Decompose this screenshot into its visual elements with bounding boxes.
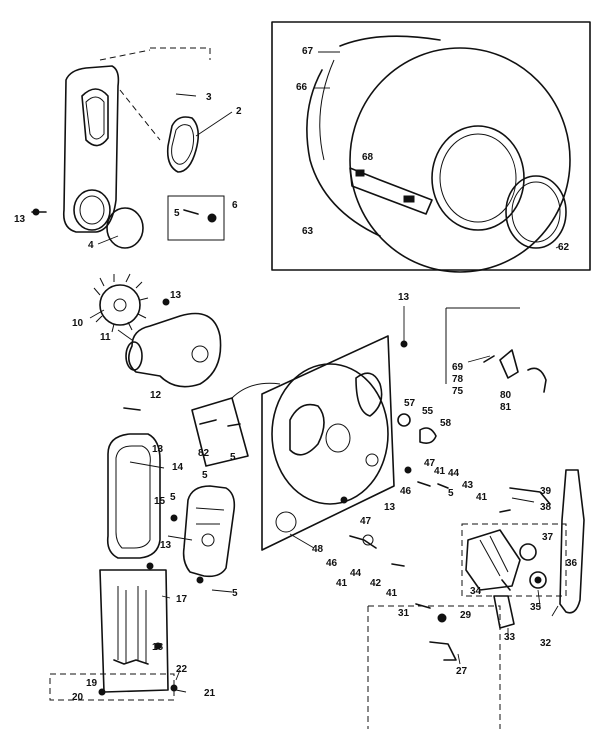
thermal-fuse-housing: [182, 485, 236, 578]
callout-34: 34: [470, 586, 482, 597]
callout-5: 5: [448, 488, 454, 499]
door-seal-ring: [106, 207, 144, 249]
callout-43: 43: [462, 480, 474, 491]
callout-10: 10: [72, 318, 84, 329]
callout-35: 35: [530, 602, 542, 613]
callout-67: 67: [302, 46, 314, 57]
callout-29: 29: [460, 610, 472, 621]
callout-47: 47: [360, 516, 372, 527]
callout-42: 42: [370, 578, 382, 589]
pulley-screw: [415, 603, 447, 623]
callout-13: 13: [398, 292, 410, 303]
heater-element: [99, 569, 169, 693]
callout-41: 41: [336, 578, 348, 589]
leader-lines: [89, 51, 561, 693]
callout-81: 81: [500, 402, 512, 413]
callout-3: 3: [206, 92, 212, 103]
misc-screws: [98, 298, 511, 696]
callout-48: 48: [312, 544, 324, 555]
blower-wheel: [93, 273, 149, 333]
callout-33: 33: [504, 632, 516, 643]
motor-box-outline: [461, 523, 567, 597]
callout-5: 5: [232, 588, 238, 599]
idler-pulley: [529, 571, 547, 589]
motor-mount-clip: [493, 595, 515, 629]
callout-58: 58: [440, 418, 452, 429]
callout-62: 62: [558, 242, 570, 253]
callout-4: 4: [88, 240, 94, 251]
callout-12: 12: [150, 390, 162, 401]
panel-fasteners: [340, 340, 449, 567]
callout-6: 6: [232, 200, 238, 211]
callout-5: 5: [170, 492, 176, 503]
callout-78: 78: [452, 374, 464, 385]
callout-32: 32: [540, 638, 552, 649]
heater-duct: [106, 433, 161, 559]
callout-44: 44: [448, 468, 460, 479]
callout-82: 82: [198, 448, 210, 459]
callout-13: 13: [14, 214, 26, 225]
callout-41: 41: [476, 492, 488, 503]
callout-20: 20: [72, 692, 84, 703]
motor-assembly: [465, 529, 537, 591]
callout-38: 38: [540, 502, 552, 513]
callout-15: 15: [154, 496, 166, 507]
idler-bracket: [509, 487, 551, 505]
callout-68: 68: [362, 152, 374, 163]
callout-36: 36: [566, 558, 578, 569]
callout-labels: 3 2 13 4 5 6 67 66 68 63 62 10 13 11 13 …: [14, 46, 578, 703]
front-panel-assembly: [62, 47, 211, 233]
lower-dash-box: [367, 605, 501, 729]
drive-belt: [559, 469, 585, 614]
callout-5: 5: [230, 452, 236, 463]
callout-41: 41: [386, 588, 398, 599]
callout-46: 46: [400, 486, 412, 497]
callout-41: 41: [434, 466, 446, 477]
heater-dash-box: [49, 673, 175, 701]
rear-bulkhead-panel: [261, 335, 395, 551]
door-latch-parts: [445, 307, 547, 393]
drum-rollers: [397, 413, 437, 444]
callout-18: 18: [152, 642, 164, 653]
callout-13: 13: [152, 444, 164, 455]
callout-69: 69: [452, 362, 464, 373]
callout-11: 11: [100, 332, 111, 343]
callout-5: 5: [174, 208, 180, 219]
oval-gasket: [166, 116, 200, 173]
blower-housing: [125, 312, 222, 388]
callout-80: 80: [500, 390, 512, 401]
callout-39: 39: [540, 486, 552, 497]
callout-46: 46: [326, 558, 338, 569]
callout-75: 75: [452, 386, 464, 397]
callout-22: 22: [176, 664, 188, 675]
callout-57: 57: [404, 398, 416, 409]
callout-21: 21: [204, 688, 216, 699]
callout-47: 47: [424, 458, 436, 469]
door-switch-lever: [429, 641, 457, 661]
callout-17: 17: [176, 594, 188, 605]
callout-13: 13: [160, 540, 172, 551]
callout-66: 66: [296, 82, 308, 93]
callout-13: 13: [170, 290, 182, 301]
callout-63: 63: [302, 226, 314, 237]
thermostat-bracket: [191, 382, 281, 467]
callout-37: 37: [542, 532, 554, 543]
callout-13: 13: [384, 502, 396, 513]
callout-44: 44: [350, 568, 362, 579]
callout-31: 31: [398, 608, 410, 619]
callout-2: 2: [236, 106, 242, 117]
screw-kit-box: [167, 195, 225, 241]
callout-55: 55: [422, 406, 434, 417]
drum-assembly-box: [271, 21, 591, 273]
callout-27: 27: [456, 666, 468, 677]
callout-14: 14: [172, 462, 184, 473]
callout-5: 5: [202, 470, 208, 481]
screw-13-top: [31, 208, 47, 216]
callout-19: 19: [86, 678, 98, 689]
